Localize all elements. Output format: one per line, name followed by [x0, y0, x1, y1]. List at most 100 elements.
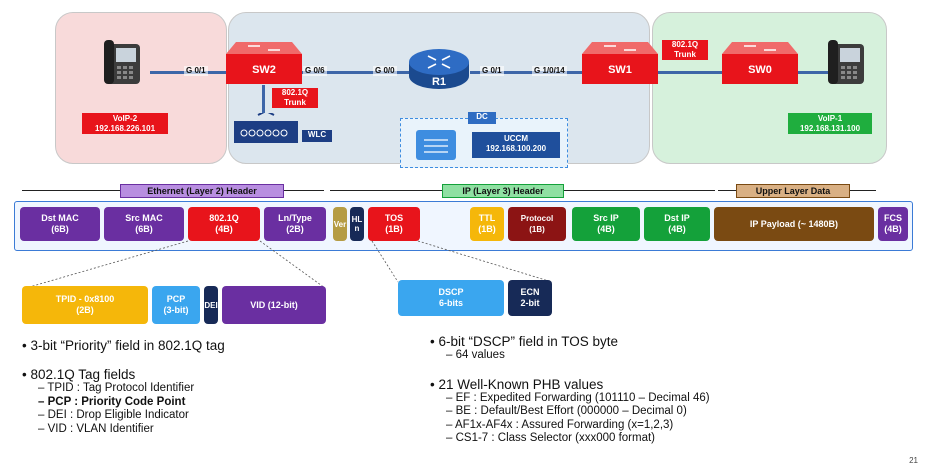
sub-text: BE : Default/Best Effort (000000 – Decim… [455, 405, 687, 417]
field-ip-payload: IP Payload (~ 1480B) [714, 207, 874, 241]
sub-ef: – EF : Expedited Forwarding (101110 – De… [446, 391, 710, 404]
port-sw2-left: G 0/1 [184, 66, 208, 76]
wlc-icon [234, 113, 298, 143]
voip1-name: VoIP-1 [817, 114, 843, 123]
sw0-label: SW0 [748, 64, 772, 76]
field-size: (1B) [529, 225, 545, 234]
sub-text: DEI : Drop Eligible Indicator [47, 409, 189, 421]
field-size: (6B) [135, 224, 153, 234]
field-size: (4B) [597, 224, 615, 234]
wlc-label: WLC [302, 130, 332, 142]
sw2-label: SW2 [252, 64, 276, 76]
sub-64-values: – 64 values [446, 349, 505, 361]
sub-text: TPID : Tag Protocol Identifier [47, 382, 195, 394]
field-version: Ver [333, 207, 347, 241]
link-r1-sw1 [470, 71, 585, 74]
sub-text: 64 values [455, 349, 505, 361]
switch-icon [582, 42, 658, 84]
field-name: Src IP [593, 213, 619, 223]
server-icon [416, 130, 456, 160]
link-sw2-r1 [300, 71, 410, 74]
field-size: (1B) [478, 224, 496, 234]
field-name: ECN [520, 287, 540, 297]
sub-text: EF : Expedited Forwarding (101110 – Deci… [455, 391, 710, 404]
sub-be: – BE : Default/Best Effort (000000 – Dec… [446, 405, 687, 417]
field-size: 6-bits [438, 298, 463, 308]
field-size: 2-bit [520, 298, 540, 308]
dc-label: DC [468, 112, 496, 124]
ucm-ip: 192.168.100.200 [485, 144, 547, 153]
field-name: 802.1Q [209, 213, 239, 223]
bullet-text: 3-bit “Priority” field in 802.1Q tag [30, 338, 225, 353]
sub-text: PCP : Priority Code Point [47, 395, 186, 408]
switch-icon [226, 42, 302, 84]
r1-label: R1 [431, 76, 447, 88]
sub-af: – AF1x-AF4x : Assured Forwarding (x=1,2,… [446, 418, 674, 431]
field-8021q: 802.1Q(4B) [188, 207, 260, 241]
field-name: FCS [884, 213, 902, 223]
bullet-text: 802.1Q Tag fields [30, 367, 136, 382]
field-len-type: Ln/Type(2B) [264, 207, 326, 241]
ucm-label: UCCM 192.168.100.200 [472, 132, 560, 158]
field-size: (3-bit) [163, 305, 189, 315]
right-notes: • 6-bit “DSCP” field in TOS byte – 64 va… [430, 334, 870, 446]
dot1q-pcp: PCP(3-bit) [152, 286, 200, 324]
ucm-name: UCCM [504, 134, 528, 143]
bullet-priority: • 3-bit “Priority” field in 802.1Q tag [22, 338, 225, 353]
ip-phone-icon [828, 40, 864, 84]
bullet-dot1q-fields: • 802.1Q Tag fields [22, 367, 136, 382]
field-name: TPID - 0x8100 [55, 294, 115, 304]
field-size: (2B) [286, 224, 304, 234]
field-size: (4B) [215, 224, 233, 234]
port-sw1-left: G 1/0/14 [532, 66, 567, 76]
dot1q-vid: VID (12-bit) [222, 286, 326, 324]
switch-icon [722, 42, 798, 84]
field-size: (6B) [51, 224, 69, 234]
sub-dei: – DEI : Drop Eligible Indicator [38, 409, 189, 421]
field-size: (1B) [385, 224, 403, 234]
bullet-text: 21 Well-Known PHB values [438, 376, 604, 392]
voip1-ip: 192.168.131.100 [799, 124, 861, 133]
sub-pcp: – PCP : Priority Code Point [38, 395, 186, 408]
port-r1-right: G 0/1 [480, 66, 504, 76]
bullet-phb: • 21 Well-Known PHB values [430, 376, 604, 392]
voip2-label: VoIP-2 192.168.226.101 [82, 113, 168, 134]
link-sw1-sw0 [655, 71, 723, 74]
voip1-zone [652, 12, 887, 164]
field-dst-mac: Dst MAC(6B) [20, 207, 100, 241]
field-name: DSCP [438, 287, 464, 297]
field-tos: TOS(1B) [368, 207, 420, 241]
field-name: Protocol [520, 214, 554, 223]
dot1q-dei: DEI [204, 286, 218, 324]
bullet-dscp: • 6-bit “DSCP” field in TOS byte [430, 334, 619, 349]
sub-text: CS1-7 : Class Selector (xxx000 format) [455, 432, 655, 444]
router-icon [409, 49, 469, 89]
network-topology: G 0/1 G 0/6 G 0/0 G 0/1 G 1/0/14 VoIP-2 … [0, 0, 940, 172]
sub-text: VID : VLAN Identifier [47, 422, 154, 435]
sw1-label: SW1 [608, 64, 632, 76]
field-size: (4B) [668, 224, 686, 234]
field-name: Dst IP [664, 213, 690, 223]
field-protocol: Protocol (1B) [508, 207, 566, 241]
upper-layer-label: Upper Layer Data [736, 184, 850, 198]
field-name: PCP [166, 294, 186, 304]
port-sw2-right: G 0/6 [303, 66, 327, 76]
ip-header-label: IP (Layer 3) Header [442, 184, 564, 198]
ethernet-header-label: Ethernet (Layer 2) Header [120, 184, 284, 198]
field-name: VID (12-bit) [250, 299, 298, 310]
field-fcs: FCS(4B) [878, 207, 908, 241]
bullet-text: 6-bit “DSCP” field in TOS byte [438, 334, 619, 349]
field-size: (2B) [76, 305, 94, 315]
field-name: Ln/Type [278, 213, 312, 223]
field-name: TOS [384, 213, 404, 223]
sub-vid: – VID : VLAN Identifier [38, 422, 154, 435]
field-name: Src MAC [125, 213, 163, 223]
field-dst-ip: Dst IP(4B) [644, 207, 710, 241]
field-name: IP Payload (~ 1480B) [749, 218, 839, 229]
field-header-length: HLn [350, 207, 364, 241]
port-r1-left: G 0/0 [373, 66, 397, 76]
dot1q-tpid: TPID - 0x8100(2B) [22, 286, 148, 324]
